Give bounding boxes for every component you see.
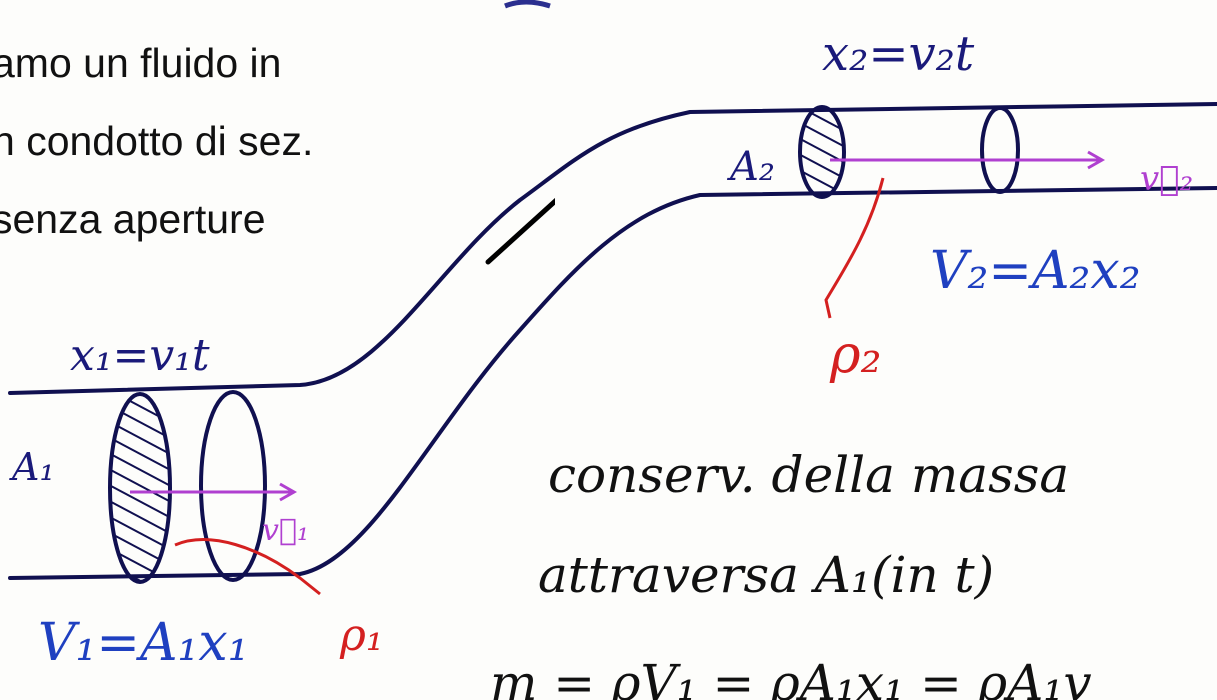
velocity-arrow-1-head [279,482,298,502]
mass-equation-partial: m = ρV₁ = ρA₁x₁ = ρA₁v [490,654,1092,700]
conduit-lower-wall [8,186,1217,580]
conduit-upper-wall [8,102,1217,395]
density-pointer-1 [174,538,321,596]
a1-label: A₁ [9,445,55,489]
x2-equation: x₂=v₂t [822,26,975,82]
rho-2-label: ρ₂ [829,325,881,385]
mass-conservation-text: conserv. della massa [548,446,1069,504]
intro-text-line-2: n condotto di sez. [0,118,314,164]
v2-vector-label: v⃗₂ [1140,159,1193,199]
crosses-a1-text: attraversa A₁(in t) [538,546,994,604]
rho-1-label: ρ₁ [339,610,384,661]
volume-2-equation: V₂=A₂x₂ [930,241,1141,301]
section-a1-shifted-ellipse [199,390,267,582]
section-a2-shifted-ellipse [980,106,1020,194]
section-a2-ellipse [798,105,846,199]
pointer-line [485,192,565,265]
wall-gap [555,180,573,210]
velocity-arrow-2-head [1087,150,1106,170]
intro-text-line-1: amo un fluido in [0,40,282,86]
x1-equation: x₁=v₁t [70,330,210,381]
intro-text-line-3: senza aperture [0,196,266,242]
a2-label: A₂ [726,144,775,190]
section-a1-ellipse [108,392,172,584]
density-pointer-2 [824,177,885,319]
volume-1-equation: V₁=A₁x₁ [38,613,249,673]
top-edge-mark [504,0,551,9]
v1-vector-label: v⃗₁ [262,513,309,548]
